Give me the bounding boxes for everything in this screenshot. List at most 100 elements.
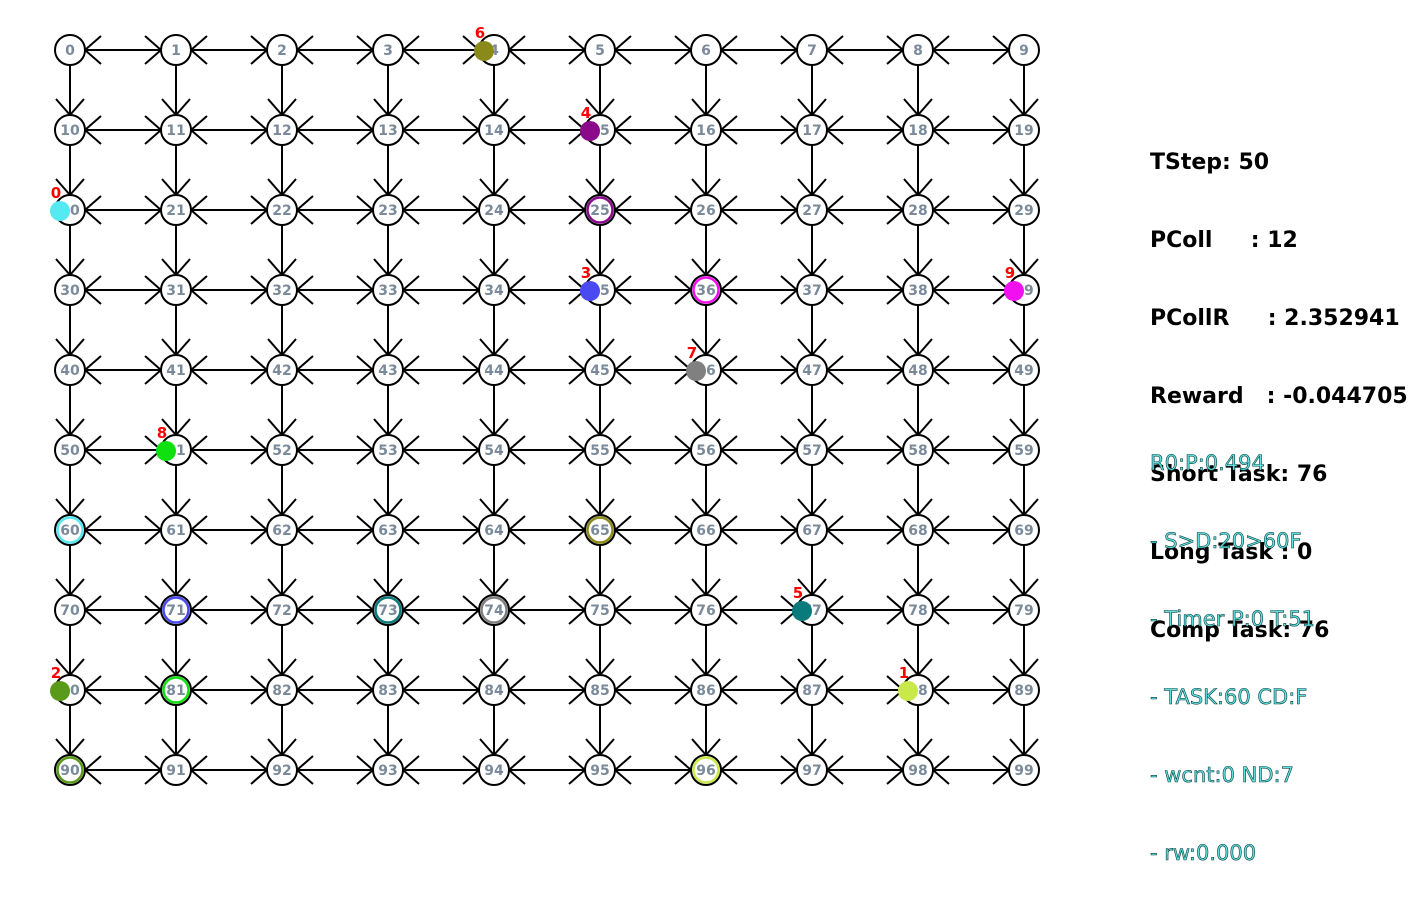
node-label: 45 — [590, 363, 609, 379]
robot-label: 4 — [581, 104, 591, 122]
node-label: 99 — [1014, 763, 1033, 779]
grid-node — [584, 194, 616, 226]
arrow-head — [720, 355, 738, 385]
arrow-head — [614, 275, 632, 305]
arrow-head — [250, 515, 268, 545]
arrow-head — [356, 355, 374, 385]
node-label: 63 — [378, 523, 397, 539]
arrow-head — [720, 755, 738, 785]
grid-node — [1008, 754, 1040, 786]
arrow-head — [161, 178, 191, 196]
grid-node — [266, 594, 298, 626]
arrow-head — [674, 595, 692, 625]
arrow-head — [55, 418, 85, 436]
arrow-head — [992, 755, 1010, 785]
grid-node — [54, 114, 86, 146]
grid-node — [478, 194, 510, 226]
target-marker — [480, 596, 508, 624]
arrow-head — [55, 738, 85, 756]
arrow-head — [356, 595, 374, 625]
arrow-head — [585, 498, 615, 516]
grid-node — [372, 594, 404, 626]
node-label: 24 — [484, 203, 504, 219]
arrow-head — [614, 435, 632, 465]
arrow-head — [296, 275, 314, 305]
arrow-head — [190, 675, 208, 705]
arrow-head — [402, 35, 420, 65]
arrow-head — [84, 515, 102, 545]
arrow-head — [402, 275, 420, 305]
arrow-head — [161, 578, 191, 596]
node-label: 6 — [701, 43, 711, 59]
node-label: 25 — [590, 203, 609, 219]
node-label: 97 — [802, 763, 821, 779]
arrow-head — [720, 595, 738, 625]
arrow-head — [720, 275, 738, 305]
arrow-head — [296, 675, 314, 705]
arrow-head — [479, 338, 509, 356]
arrow-head — [161, 258, 191, 276]
arrow-head — [780, 675, 798, 705]
arrow-head — [267, 178, 297, 196]
grid-node — [54, 434, 86, 466]
node-label: 16 — [696, 123, 715, 139]
arrow-head — [720, 435, 738, 465]
grid-node — [796, 674, 828, 706]
robot-label: 2 — [51, 664, 61, 682]
arrow-head — [585, 258, 615, 276]
grid-node — [690, 674, 722, 706]
grid-node — [690, 754, 722, 786]
arrow-head — [402, 755, 420, 785]
node-label: 54 — [484, 443, 504, 459]
arrow-head — [691, 658, 721, 676]
arrow-head — [585, 418, 615, 436]
robot-marker — [580, 121, 600, 141]
arrow-head — [356, 35, 374, 65]
arrow-head — [356, 675, 374, 705]
target-marker — [692, 756, 720, 784]
grid-node — [54, 34, 86, 66]
arrow-head — [144, 755, 162, 785]
grid-node — [690, 594, 722, 626]
node-label: 30 — [60, 283, 80, 299]
grid-node — [54, 754, 86, 786]
robot-label: 9 — [1005, 264, 1015, 282]
short-task-text: Short Task: 76 — [1150, 462, 1328, 487]
arrow-head — [402, 595, 420, 625]
arrow-head — [479, 178, 509, 196]
node-label: 37 — [802, 283, 821, 299]
grid-node — [266, 754, 298, 786]
arrow-head — [296, 595, 314, 625]
arrow-head — [267, 658, 297, 676]
arrow-head — [886, 195, 904, 225]
grid-map: 0123456789101112131415161718192021222324… — [50, 24, 1040, 786]
grid-node — [902, 114, 934, 146]
grid-node — [902, 754, 934, 786]
arrow-head — [780, 435, 798, 465]
grid-node — [796, 194, 828, 226]
arrow-head — [402, 435, 420, 465]
node-label: 40 — [60, 363, 80, 379]
arrow-head — [780, 755, 798, 785]
arrow-head — [373, 418, 403, 436]
arrow-head — [161, 738, 191, 756]
grid-node — [372, 114, 404, 146]
arrow-head — [674, 35, 692, 65]
arrow-head — [55, 258, 85, 276]
arrow-head — [84, 595, 102, 625]
arrow-head — [144, 35, 162, 65]
target-marker — [586, 196, 614, 224]
grid-node — [796, 114, 828, 146]
arrow-head — [585, 338, 615, 356]
arrow-head — [250, 355, 268, 385]
arrow-head — [886, 35, 904, 65]
grid-node — [372, 274, 404, 306]
node-label: 43 — [378, 363, 397, 379]
arrow-head — [674, 675, 692, 705]
arrow-head — [992, 435, 1010, 465]
arrow-head — [296, 115, 314, 145]
node-label: 52 — [272, 443, 291, 459]
node-label: 10 — [60, 123, 80, 139]
arrow-head — [585, 738, 615, 756]
node-label: 70 — [60, 603, 80, 619]
